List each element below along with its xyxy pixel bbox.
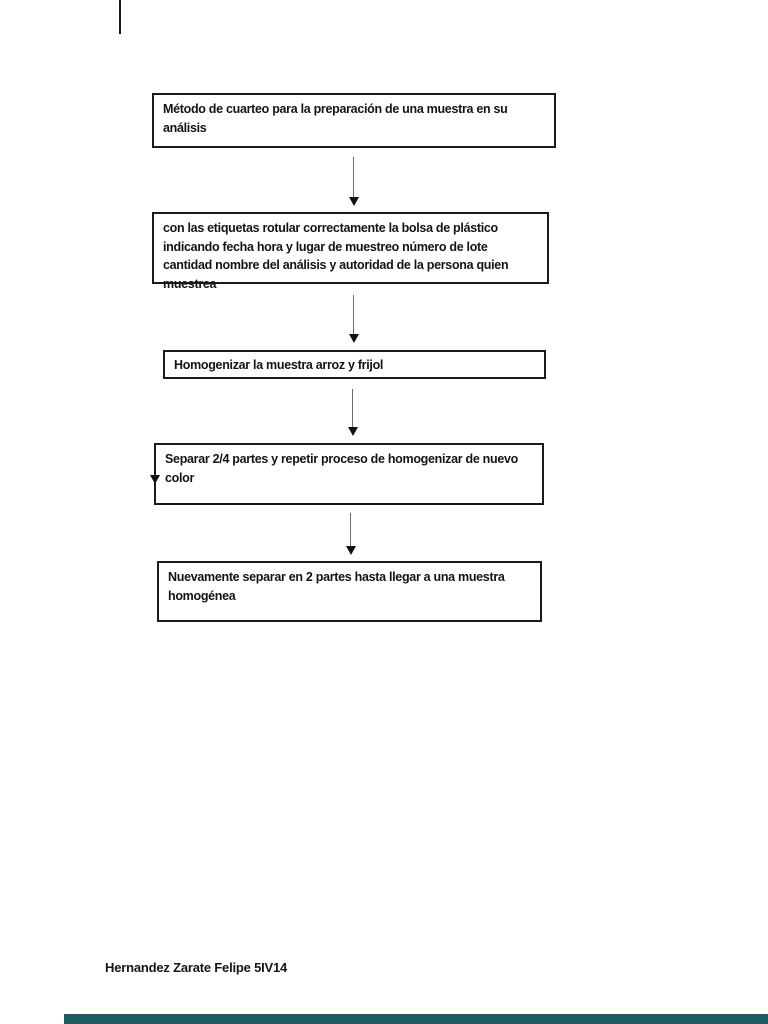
connector-step3-to-step4	[347, 389, 358, 436]
arrow-down-icon	[150, 475, 160, 484]
connector-step4-to-step5	[345, 513, 356, 555]
flowchart-step-4-label: Separar 2/4 partes y repetir proceso de …	[165, 452, 518, 485]
flowchart-step-1-box: Método de cuarteo para la preparación de…	[152, 93, 556, 148]
flowchart-step-5-box: Nuevamente separar en 2 partes hasta lle…	[157, 561, 542, 622]
connector-step1-to-step2	[348, 157, 359, 206]
flowchart-step-3-box: Homogenizar la muestra arroz y frijol	[163, 350, 546, 379]
connector-step2-to-step3	[348, 295, 359, 343]
arrow-down-icon	[348, 197, 359, 206]
flowchart-step-4-box: Separar 2/4 partes y repetir proceso de …	[150, 443, 544, 505]
arrow-down-icon	[348, 334, 359, 343]
page-bottom-bar	[64, 1014, 768, 1024]
arrow-down-icon	[347, 427, 358, 436]
flowchart-step-2-box: con las etiquetas rotular correctamente …	[152, 212, 549, 291]
footer-author-line: Hernandez Zarate Felipe 5IV14	[105, 960, 288, 975]
page-edge-mark	[119, 0, 121, 34]
arrow-down-icon	[345, 546, 356, 555]
